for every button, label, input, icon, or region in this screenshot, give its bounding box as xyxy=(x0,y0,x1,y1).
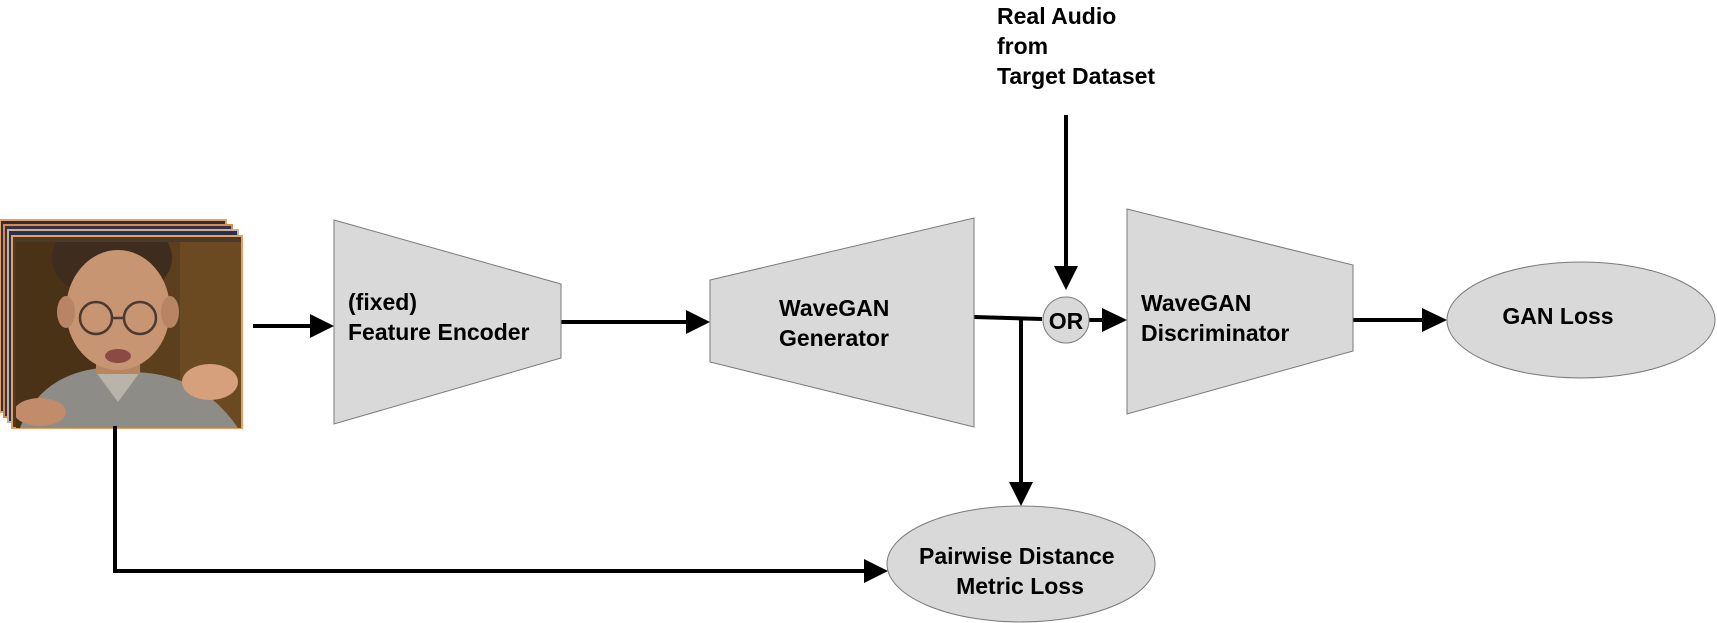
gan-loss: GAN Loss xyxy=(1446,261,1716,379)
or-node-shape xyxy=(1042,296,1090,344)
wavegan-generator-label: WaveGAN Generator xyxy=(779,295,896,351)
generator-to-or-line xyxy=(973,315,1043,321)
real-audio-label: Real Audio from Target Dataset xyxy=(997,3,1155,89)
wavegan-discriminator: WaveGAN Discriminator xyxy=(1126,208,1354,415)
or-node: OR xyxy=(1042,296,1090,344)
real-audio-source: Real Audio from Target Dataset xyxy=(997,3,1155,89)
image-to-encoder-arrow xyxy=(253,314,334,338)
feature-encoder: (fixed) Feature Encoder xyxy=(333,219,562,425)
face-photo xyxy=(16,242,241,428)
generator-to-pairwise-arrow xyxy=(1009,318,1033,506)
gan-loss-label: GAN Loss xyxy=(1502,303,1613,329)
feature-encoder-label: (fixed) Feature Encoder xyxy=(348,289,530,345)
or-node-label: OR xyxy=(1049,308,1084,334)
wavegan-discriminator-label: WaveGAN Discriminator xyxy=(1141,290,1289,346)
wavegan-discriminator-shape xyxy=(1126,208,1354,415)
input-image-stack xyxy=(0,219,243,429)
encoder-to-generator-arrow xyxy=(561,310,710,334)
wavegan-generator-shape xyxy=(709,217,975,428)
discriminator-to-gan-loss-arrow xyxy=(1353,308,1447,332)
pairwise-distance-loss-shape xyxy=(886,505,1156,623)
connectors xyxy=(113,115,1447,583)
pairwise-distance-loss-label: Pairwise Distance Metric Loss xyxy=(919,543,1121,599)
pairwise-distance-loss: Pairwise Distance Metric Loss xyxy=(886,505,1156,623)
real-audio-to-or-arrow xyxy=(1054,115,1078,290)
image-to-pairwise-arrow xyxy=(113,426,888,583)
feature-encoder-shape xyxy=(333,219,562,425)
or-to-discriminator-arrow xyxy=(1089,308,1127,332)
wavegan-generator: WaveGAN Generator xyxy=(709,217,975,428)
gan-loss-shape xyxy=(1446,261,1716,379)
